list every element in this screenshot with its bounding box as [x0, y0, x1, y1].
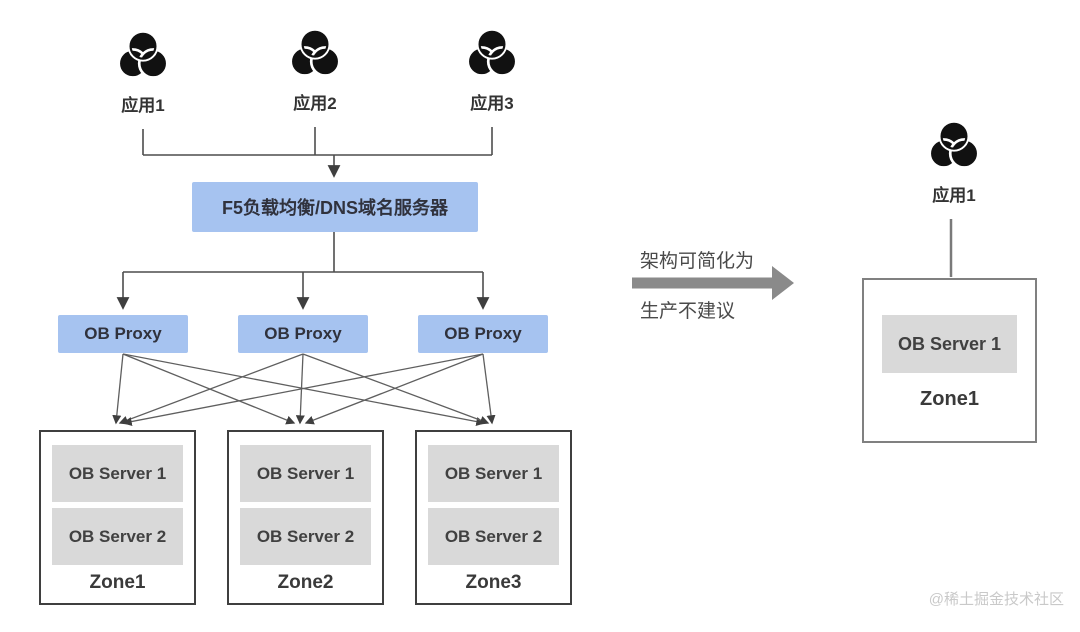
ob-proxy-node-3: OB Proxy — [418, 315, 548, 353]
app-icon — [466, 28, 518, 77]
app-node-right: 应用1 — [899, 120, 1009, 206]
zone-box-2: OB Server 1 OB Server 2 Zone2 — [227, 430, 384, 605]
app-label: 应用1 — [121, 96, 165, 115]
ob-server-node: OB Server 1 — [240, 445, 371, 502]
zone-box-3: OB Server 1 OB Server 2 Zone3 — [415, 430, 572, 605]
simplify-arrow — [632, 266, 794, 300]
zone-label: Zone3 — [465, 572, 522, 593]
ob-server-node: OB Server 1 — [428, 445, 559, 502]
app-icon — [289, 28, 341, 77]
zone-label: Zone1 — [89, 572, 146, 593]
app-label: 应用3 — [470, 94, 514, 113]
app-node-2: 应用2 — [260, 28, 370, 114]
ob-proxy-node-2: OB Proxy — [238, 315, 368, 353]
zone-box-right: OB Server 1 Zone1 — [862, 278, 1037, 443]
ob-server-node: OB Server 2 — [428, 508, 559, 565]
ob-server-node: OB Server 2 — [52, 508, 183, 565]
app-icon — [117, 30, 169, 79]
zone-label: Zone2 — [277, 572, 334, 593]
app-icon — [928, 120, 980, 169]
app-label: 应用2 — [293, 94, 337, 113]
ob-server-node: OB Server 1 — [882, 315, 1017, 373]
watermark: @稀土掘金技术社区 — [928, 591, 1064, 608]
app-node-1: 应用1 — [88, 30, 198, 116]
app-node-3: 应用3 — [437, 28, 547, 114]
ob-server-node: OB Server 2 — [240, 508, 371, 565]
app-label: 应用1 — [932, 186, 976, 205]
zone-box-1: OB Server 1 OB Server 2 Zone1 — [39, 430, 196, 605]
zone-label: Zone1 — [920, 388, 979, 410]
transition-label-top: 架构可简化为 — [640, 251, 755, 272]
ob-server-node: OB Server 1 — [52, 445, 183, 502]
transition-label-bottom: 生产不建议 — [640, 301, 736, 322]
ob-proxy-node-1: OB Proxy — [58, 315, 188, 353]
load-balancer-node: F5负载均衡/DNS域名服务器 — [192, 182, 478, 232]
